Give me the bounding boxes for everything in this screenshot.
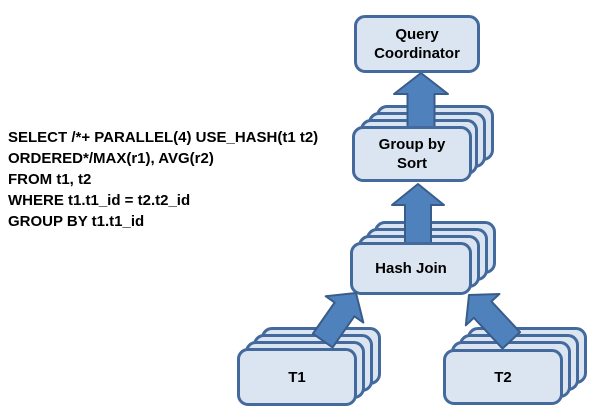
node-group-by-sort-label-line1: Group by: [378, 136, 446, 153]
node-query-coordinator: Query Coordinator: [354, 15, 480, 73]
sql-line-5: GROUP BY t1.t1_id: [8, 213, 145, 230]
node-hash-join-label: Hash Join: [375, 260, 447, 277]
node-hash-join: Hash Join: [350, 242, 472, 295]
node-group-by-sort: Group by Sort: [352, 126, 472, 182]
sql-query-text: SELECT /*+ PARALLEL(4) USE_HASH(t1 t2) O…: [8, 127, 318, 232]
node-table-t1: T1: [237, 348, 357, 406]
sql-line-2: ORDERED*/MAX(r1), AVG(r2): [8, 150, 214, 167]
sql-line-3: FROM t1, t2: [8, 171, 92, 188]
node-group-by-sort-label-line2: Sort: [397, 155, 427, 172]
sql-line-1: SELECT /*+ PARALLEL(4) USE_HASH(t1 t2): [8, 129, 319, 146]
node-table-t2-label: T2: [494, 368, 512, 386]
node-table-t2: T2: [443, 349, 563, 405]
node-query-coordinator-label-line1: Query: [395, 26, 439, 43]
node-table-t1-label: T1: [288, 368, 306, 386]
node-query-coordinator-label-line2: Coordinator: [374, 45, 460, 62]
sql-line-4: WHERE t1.t1_id = t2.t2_id: [8, 192, 191, 209]
